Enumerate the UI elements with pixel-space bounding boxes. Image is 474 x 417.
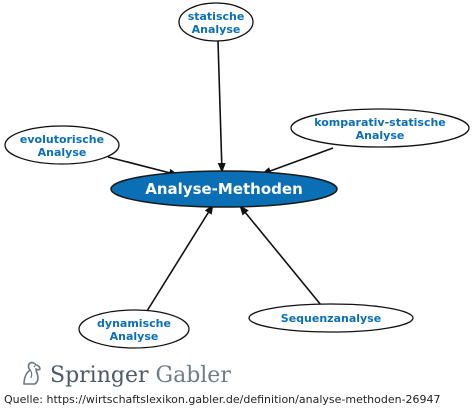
edge-evolutorische — [107, 156, 179, 177]
node-komparativ-line-2: Analyse — [356, 129, 405, 142]
node-evolutorische-line-2: Analyse — [38, 146, 87, 159]
node-dynamische: dynamische Analyse — [78, 309, 190, 349]
publisher-primary: Springer — [50, 363, 149, 388]
node-statische-line-1: statische — [188, 10, 245, 23]
edge-statische — [217, 40, 226, 173]
node-evolutorische-line-1: evolutorische — [20, 133, 104, 146]
node-dynamische-line-1: dynamische — [97, 317, 171, 330]
springer-horse-icon — [23, 361, 41, 385]
node-statische: statische Analyse — [178, 2, 254, 42]
node-dynamische-line-2: Analyse — [110, 330, 159, 343]
publisher-logo: Springer Gabler — [50, 363, 231, 388]
node-statische-line-2: Analyse — [192, 23, 241, 36]
node-evolutorische: evolutorische Analyse — [4, 125, 120, 165]
center-node-label: Analyse-Methoden — [145, 180, 303, 198]
source-citation: Quelle: https://wirtschaftslexikon.gable… — [4, 393, 441, 406]
node-sequenz-label: Sequenzanalyse — [281, 312, 381, 325]
edge-sequenz — [239, 205, 322, 306]
publisher-secondary: Gabler — [155, 363, 231, 388]
edge-komparativ — [261, 147, 334, 175]
node-komparativ-line-1: komparativ-statische — [314, 116, 446, 129]
edges — [107, 40, 334, 312]
center-node: Analyse-Methoden — [110, 170, 338, 208]
edge-dynamische — [146, 204, 214, 312]
node-sequenz: Sequenzanalyse — [248, 303, 414, 333]
node-komparativ: komparativ-statische Analyse — [290, 108, 470, 148]
